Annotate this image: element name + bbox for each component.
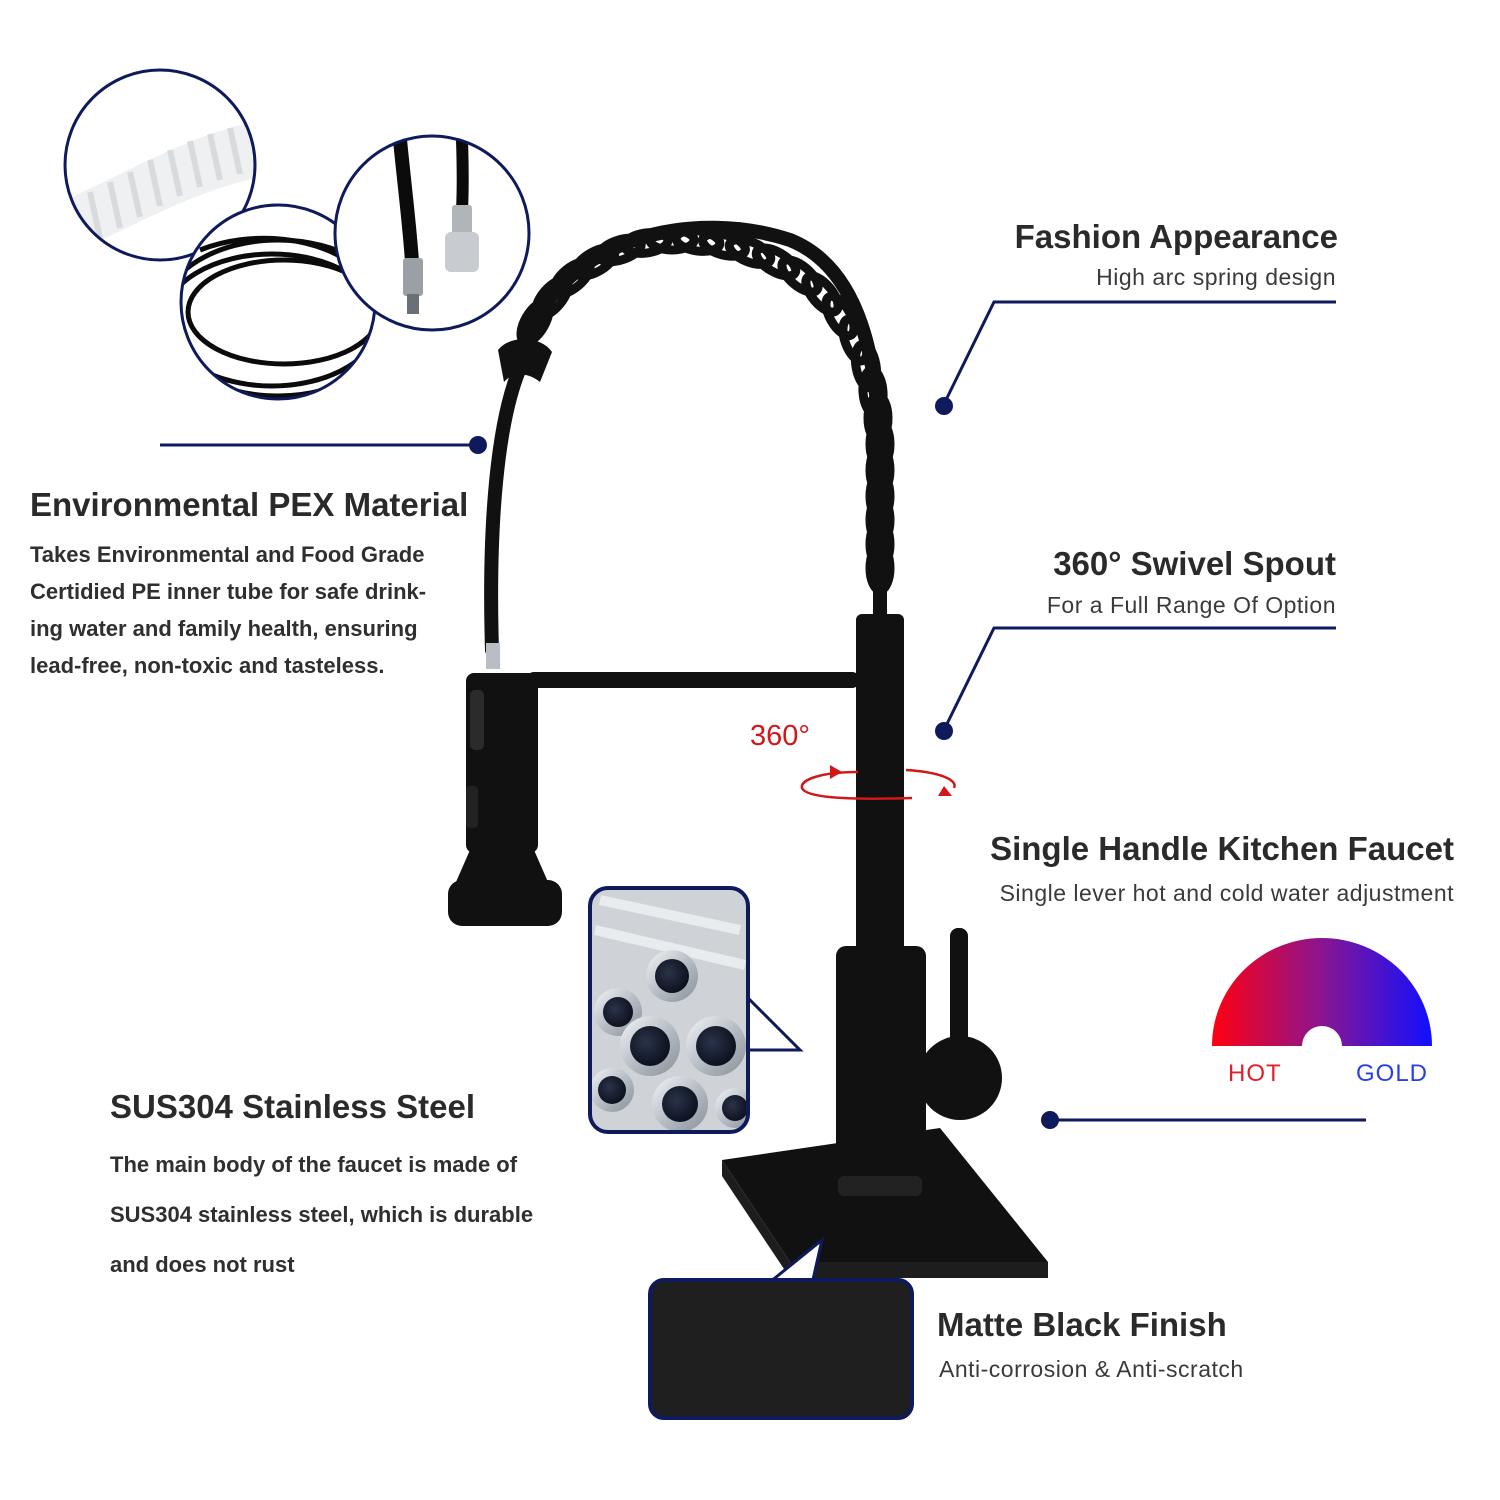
- pex-material-description: Takes Environmental and Food Grade Certi…: [30, 536, 490, 684]
- rotation-label: 360°: [750, 720, 810, 752]
- cold-label: GOLD: [1356, 1060, 1429, 1087]
- callout-lines: [160, 300, 1366, 1122]
- pex-material-title: Environmental PEX Material: [30, 486, 469, 523]
- swivel-spout-subtitle: For a Full Range Of Option: [1046, 592, 1336, 618]
- stainless-steel-title: SUS304 Stainless Steel: [110, 1088, 476, 1125]
- single-handle-subtitle: Single lever hot and cold water adjustme…: [999, 880, 1454, 906]
- stainless-steel-description: The main body of the faucet is made of S…: [110, 1140, 610, 1290]
- rotation-arrows: [800, 765, 956, 800]
- swivel-spout-title: 360° Swivel Spout: [1053, 545, 1336, 582]
- fashion-appearance-title: Fashion Appearance: [1014, 218, 1338, 255]
- steel-tubes-detail: [588, 886, 804, 1134]
- pex-line: Certidied PE inner tube for safe drink-: [30, 579, 427, 604]
- callout-dots: [469, 397, 1059, 1129]
- matte-finish-subtitle: Anti-corrosion & Anti-scratch: [939, 1356, 1244, 1382]
- hot-label: HOT: [1228, 1060, 1282, 1087]
- pex-line: Takes Environmental and Food Grade: [30, 542, 425, 567]
- steel-line: The main body of the faucet is made of: [110, 1152, 518, 1177]
- connector-detail: [333, 134, 531, 332]
- temperature-dial: [1212, 938, 1432, 1046]
- steel-line: SUS304 stainless steel, which is durable: [110, 1202, 534, 1227]
- matte-black-swatch: [648, 1236, 914, 1420]
- steel-line: and does not rust: [110, 1252, 295, 1277]
- faucet: [448, 220, 1048, 1278]
- fashion-appearance-subtitle: High arc spring design: [1096, 264, 1336, 290]
- matte-finish-title: Matte Black Finish: [937, 1306, 1227, 1343]
- single-handle-title: Single Handle Kitchen Faucet: [990, 830, 1454, 867]
- pex-line: lead-free, non-toxic and tasteless.: [30, 653, 385, 678]
- pex-line: ing water and family health, ensuring: [30, 616, 418, 641]
